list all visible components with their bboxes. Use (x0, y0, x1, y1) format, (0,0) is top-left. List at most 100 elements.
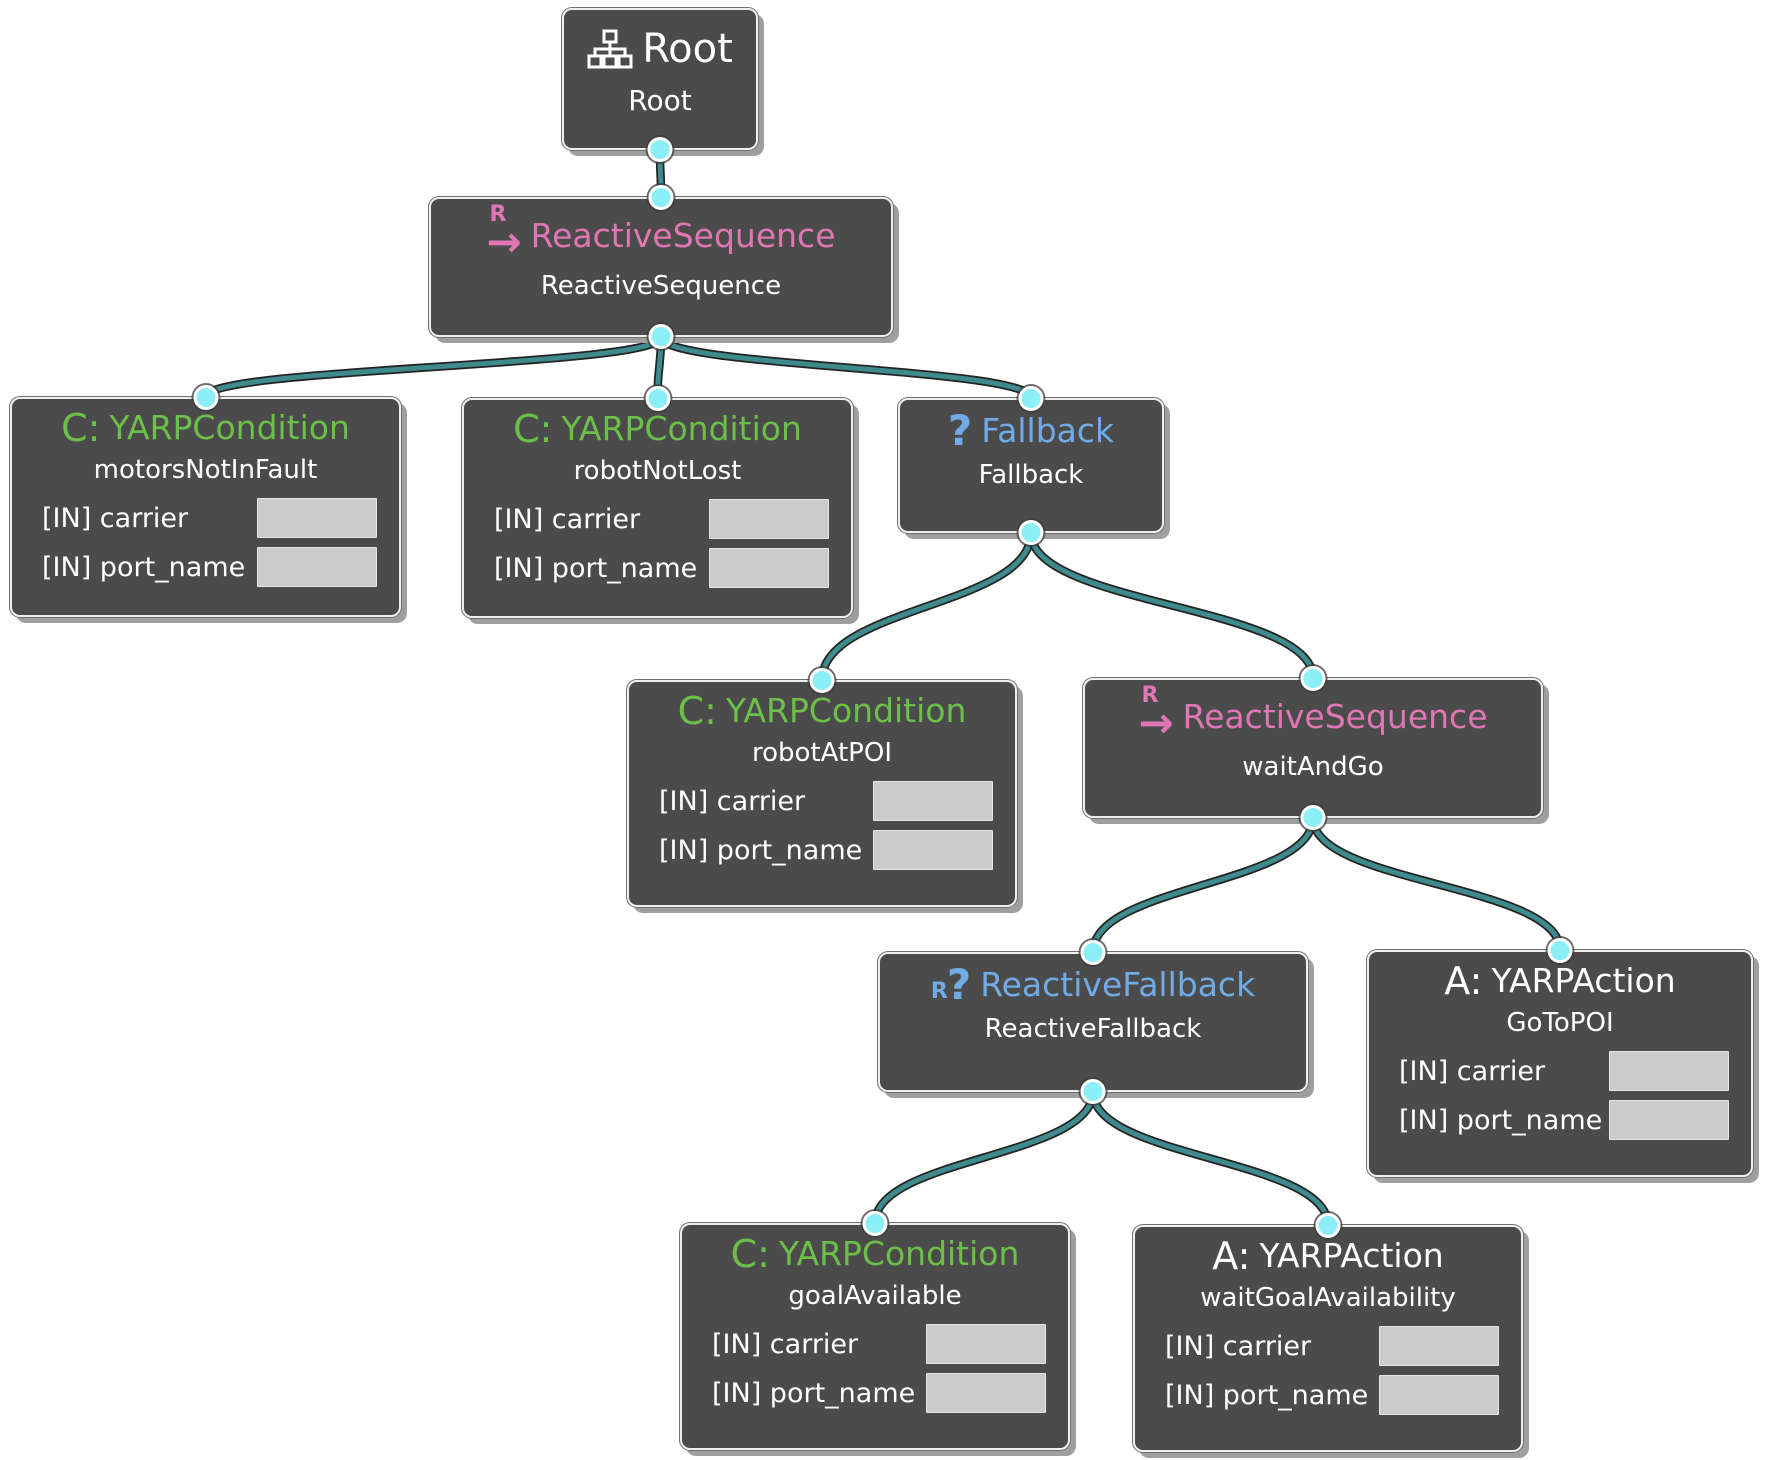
node-instance-name: Root (628, 84, 692, 117)
node-title-row: ?Fallback (900, 410, 1162, 452)
node-title: YARPCondition (109, 408, 350, 448)
node-title-row: R?ReactiveFallback (880, 964, 1306, 1006)
field-input[interactable] (926, 1324, 1046, 1364)
field-label: [IN] port_name (659, 834, 863, 866)
field-label: [IN] port_name (494, 552, 698, 584)
field-row: [IN] carrier (712, 1324, 1046, 1364)
field-input[interactable] (709, 499, 829, 539)
node-instance-name: Fallback (978, 460, 1084, 490)
field-row: [IN] port_name (1165, 1375, 1499, 1415)
parent-port[interactable] (645, 386, 670, 411)
node-type-prefix: C: (61, 406, 101, 450)
field-label: [IN] carrier (1399, 1055, 1546, 1087)
child-port[interactable] (1018, 520, 1044, 545)
field-input[interactable] (709, 548, 829, 588)
node-goalAvailable[interactable]: C:YARPCondition goalAvailable [IN] carrier… (680, 1211, 1070, 1450)
node-fields: [IN] carrier [IN] port_name (629, 781, 1015, 870)
parent-port[interactable] (1300, 666, 1326, 691)
field-input[interactable] (257, 498, 377, 538)
parent-port[interactable] (809, 668, 835, 693)
node-title: YARPCondition (778, 1234, 1020, 1274)
child-port[interactable] (647, 137, 673, 162)
badge-arrow-glyph: → (486, 217, 522, 266)
field-row: [IN] port_name (712, 1373, 1046, 1413)
field-input[interactable] (257, 547, 377, 587)
node-title: YARPAction (1491, 961, 1676, 1001)
field-input[interactable] (873, 830, 993, 870)
field-row: [IN] port_name (42, 547, 377, 587)
node-title-row: A:YARPAction (1135, 1237, 1521, 1275)
node-fields: [IN] carrier [IN] port_name (464, 499, 851, 588)
node-title: ReactiveFallback (980, 965, 1256, 1005)
field-label: [IN] carrier (42, 502, 189, 534)
parent-port[interactable] (862, 1211, 888, 1236)
node-fields: [IN] carrier [IN] port_name (1135, 1326, 1521, 1415)
node-instance-name: ReactiveSequence (540, 271, 782, 301)
fallback-icon: ? (948, 410, 972, 452)
edge-ReactiveFallback-waitGoalAvailability (1088, 1087, 1333, 1230)
field-input[interactable] (1609, 1051, 1729, 1091)
reactive-sequence-icon: R→ (1138, 685, 1174, 747)
field-row: [IN] carrier (1165, 1326, 1499, 1366)
parent-port[interactable] (1315, 1213, 1341, 1238)
edge-Fallback-robotAtPOI (817, 528, 1036, 685)
node-fields: [IN] carrier [IN] port_name (682, 1324, 1068, 1413)
node-type-prefix: C: (677, 689, 717, 733)
field-input[interactable] (926, 1373, 1046, 1413)
edge-waitAndGo-ReactiveFallback (1090, 815, 1316, 955)
reactive-sequence-icon: R→ (486, 204, 522, 266)
child-port[interactable] (648, 324, 674, 349)
edge-ReactiveSequence-Fallback (658, 334, 1034, 401)
field-row: [IN] port_name (1399, 1100, 1729, 1140)
badge-question-glyph: ? (946, 960, 972, 1009)
node-fields: [IN] carrier [IN] port_name (1369, 1051, 1751, 1140)
field-input[interactable] (1379, 1375, 1499, 1415)
field-input[interactable] (1379, 1326, 1499, 1366)
edge-waitAndGo-GoToPOI (1308, 813, 1565, 955)
field-label: [IN] carrier (712, 1328, 859, 1360)
node-type-prefix: A: (1212, 1234, 1251, 1278)
node-type-prefix: C: (730, 1232, 770, 1276)
field-label: [IN] port_name (1399, 1104, 1603, 1136)
node-title-row: C:YARPCondition (12, 409, 399, 447)
node-title-row: C:YARPCondition (629, 692, 1015, 730)
edge-ReactiveFallback-goalAvailable (872, 1089, 1096, 1226)
node-instance-name: robotAtPOI (752, 738, 892, 768)
badge-arrow-glyph: → (1138, 698, 1174, 747)
node-instance-name: waitAndGo (1242, 752, 1384, 782)
node-title-row: R→ReactiveSequence (431, 204, 891, 266)
field-input[interactable] (1609, 1100, 1729, 1140)
node-instance-name: goalAvailable (788, 1281, 962, 1311)
edge-ReactiveFallback-waitGoalAvailability (1090, 1089, 1331, 1228)
node-title-row: Root (564, 26, 756, 72)
field-label: [IN] carrier (659, 785, 806, 817)
child-port[interactable] (1300, 805, 1326, 830)
node-type-prefix: C: (513, 407, 553, 451)
node-instance-name: GoToPOI (1506, 1008, 1614, 1038)
parent-port[interactable] (1547, 938, 1573, 963)
node-title-row: A:YARPAction (1369, 962, 1751, 1000)
field-input[interactable] (873, 781, 993, 821)
parent-port[interactable] (1080, 940, 1106, 965)
node-title-row: C:YARPCondition (464, 410, 851, 448)
parent-port[interactable] (193, 385, 218, 410)
field-row: [IN] carrier (42, 498, 377, 538)
edge-Fallback-waitAndGo (1028, 530, 1316, 681)
badge-small-letter: R (930, 979, 948, 1004)
field-label: [IN] carrier (494, 503, 641, 535)
edge-ReactiveSequence-Fallback (656, 332, 1036, 403)
parent-port[interactable] (1018, 386, 1044, 411)
parent-port[interactable] (648, 185, 674, 210)
child-port[interactable] (1080, 1079, 1106, 1104)
